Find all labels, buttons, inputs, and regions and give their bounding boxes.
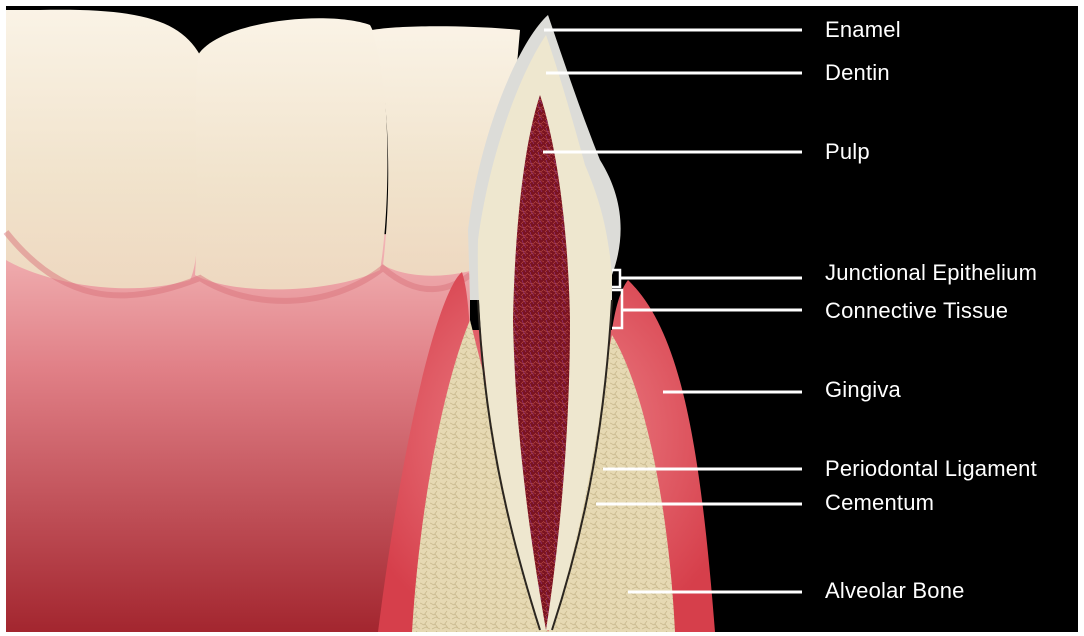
label-pulp: Pulp <box>825 139 870 165</box>
tooth-crown-left <box>6 10 200 288</box>
label-enamel: Enamel <box>825 17 901 43</box>
label-junctional-epithelium: Junctional Epithelium <box>825 260 1037 286</box>
label-dentin: Dentin <box>825 60 890 86</box>
label-periodontal-ligament: Periodontal Ligament <box>825 456 1037 482</box>
label-gingiva: Gingiva <box>825 377 901 403</box>
label-cementum: Cementum <box>825 490 934 516</box>
tooth-crown-middle <box>195 18 387 289</box>
label-alveolar-bone: Alveolar Bone <box>825 578 965 604</box>
label-connective-tissue: Connective Tissue <box>825 298 1008 324</box>
